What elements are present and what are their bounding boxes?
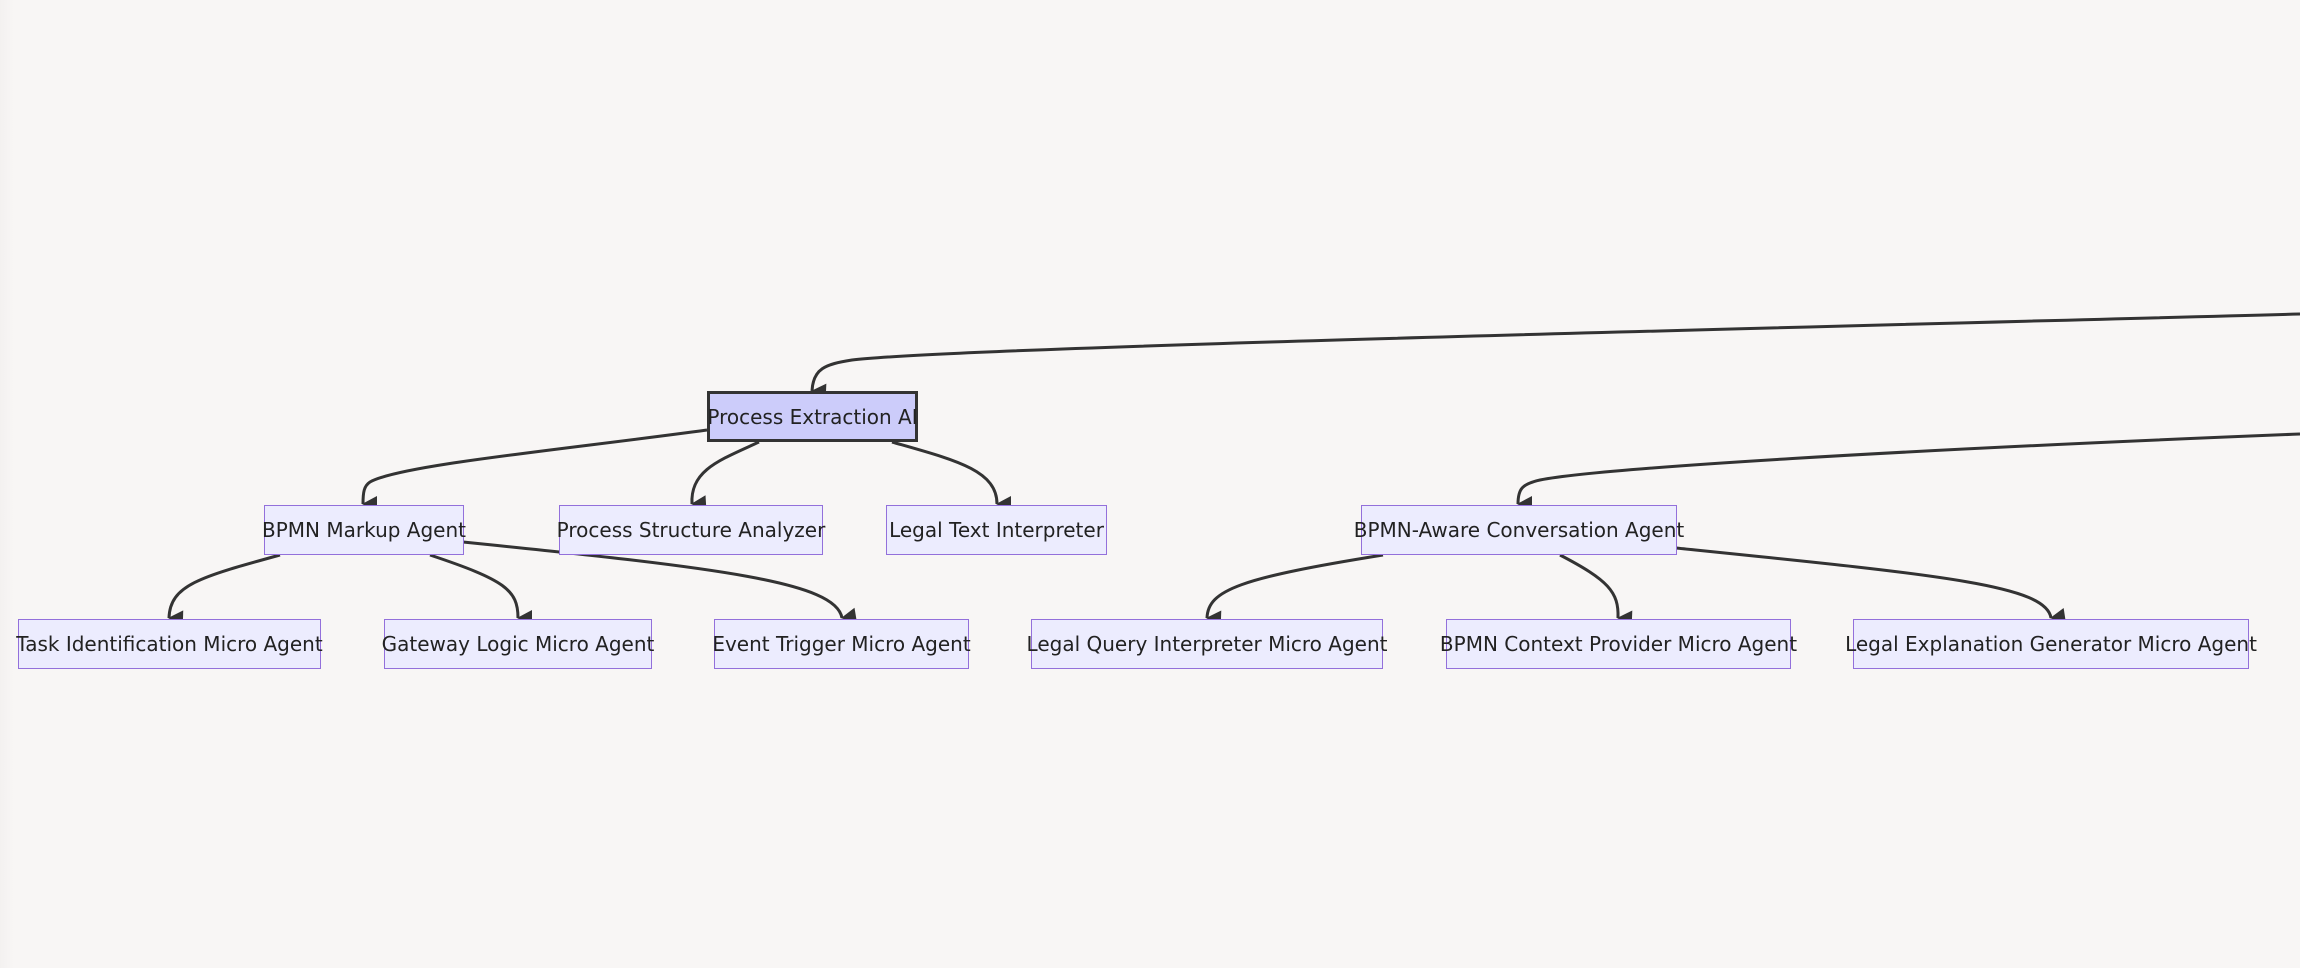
edge-bpmn-aware-conversation-agent-to-legal-explanation-generator-micro-agent <box>1675 546 2067 624</box>
node-label: Gateway Logic Micro Agent <box>381 632 655 656</box>
node-label: BPMN Markup Agent <box>262 518 466 542</box>
edge-process-extraction-ai-to-bpmn-markup-agent <box>361 428 708 513</box>
node-legal-explanation-generator-micro-agent[interactable]: Legal Explanation Generator Micro Agent <box>1845 619 2257 669</box>
edge-bpmn-markup-agent-to-task-identification-micro-agent <box>167 553 281 627</box>
node-process-structure-analyzer[interactable]: Process Structure Analyzer <box>556 505 826 555</box>
edge-bpmn-markup-agent-to-gateway-logic-micro-agent <box>429 553 533 626</box>
node-label: Task Identification Micro Agent <box>16 632 323 656</box>
edge-bpmn-aware-conversation-agent-to-legal-query-interpreter-micro-agent <box>1205 553 1384 627</box>
node-bpmn-markup-agent[interactable]: BPMN Markup Agent <box>262 505 466 555</box>
node-event-trigger-micro-agent[interactable]: Event Trigger Micro Agent <box>712 619 971 669</box>
node-label: Legal Text Interpreter <box>889 518 1104 542</box>
node-process-extraction-ai[interactable]: Process Extraction AI <box>707 391 918 442</box>
node-label: Legal Explanation Generator Micro Agent <box>1845 632 2257 656</box>
node-label: Process Extraction AI <box>707 404 918 429</box>
node-task-identification-micro-agent[interactable]: Task Identification Micro Agent <box>16 619 323 669</box>
edge-offscreen-to-bpmn-aware-conversation-agent <box>1516 432 2300 513</box>
node-label: Process Structure Analyzer <box>556 518 826 542</box>
node-label: BPMN Context Provider Micro Agent <box>1439 632 1798 656</box>
node-legal-query-interpreter-micro-agent[interactable]: Legal Query Interpreter Micro Agent <box>1027 619 1387 669</box>
node-label: Event Trigger Micro Agent <box>712 632 971 656</box>
node-gateway-logic-micro-agent[interactable]: Gateway Logic Micro Agent <box>381 619 655 669</box>
node-label: BPMN-Aware Conversation Agent <box>1353 518 1685 542</box>
node-bpmn-aware-conversation-agent[interactable]: BPMN-Aware Conversation Agent <box>1354 505 1684 555</box>
node-legal-text-interpreter[interactable]: Legal Text Interpreter <box>886 505 1107 555</box>
edge-bpmn-aware-conversation-agent-to-bpmn-context-provider-micro-agent <box>1559 553 1633 627</box>
edge-offscreen-to-process-extraction-ai <box>810 312 2300 400</box>
node-bpmn-context-provider-micro-agent[interactable]: BPMN Context Provider Micro Agent <box>1440 619 1797 669</box>
edge-process-extraction-ai-to-legal-text-interpreter <box>891 440 1012 512</box>
edge-process-extraction-ai-to-process-structure-analyzer <box>690 440 760 512</box>
node-label: Legal Query Interpreter Micro Agent <box>1026 632 1388 656</box>
